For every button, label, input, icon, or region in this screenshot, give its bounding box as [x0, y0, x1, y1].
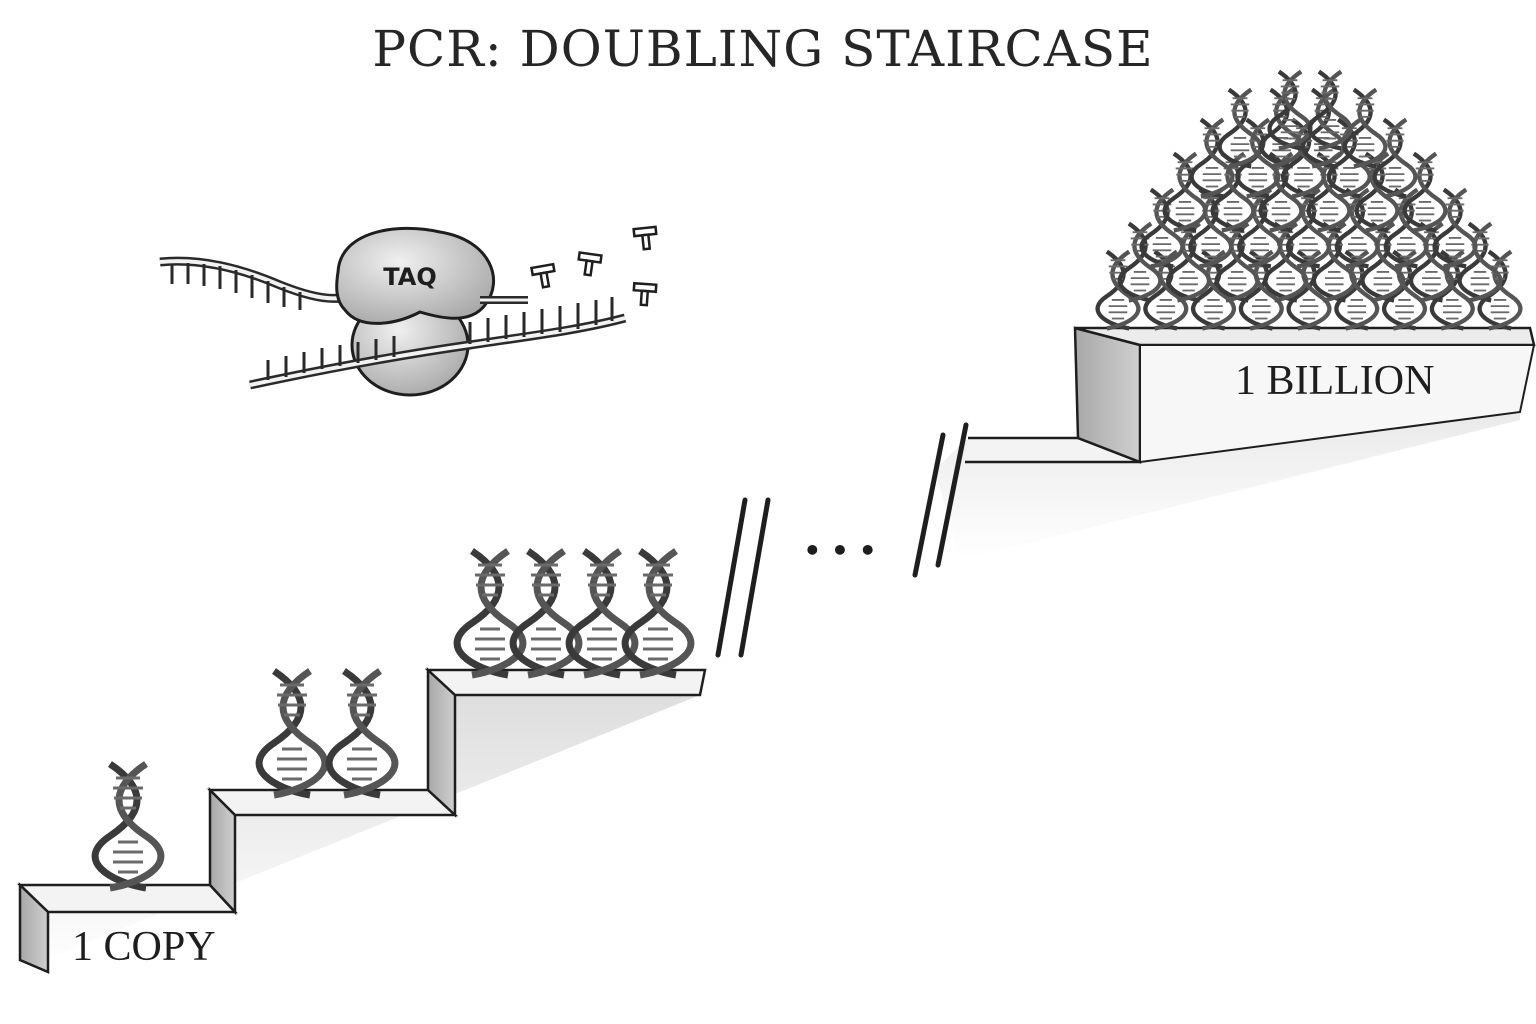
taq-polymerase-scene: TAQ [159, 225, 659, 397]
gap-break: • • • [715, 422, 969, 658]
gap-ellipsis: • • • [803, 534, 876, 567]
enzyme-label: TAQ [383, 263, 436, 291]
step-label-last: 1 BILLION [1235, 358, 1434, 404]
staircase [16, 326, 1536, 974]
dna-helix-icon [625, 551, 691, 675]
copies-step-3 [457, 551, 691, 675]
step-top [1073, 326, 1536, 464]
copies-pile [1098, 72, 1521, 329]
dna-helix-icon [513, 551, 579, 675]
nucleotide-icon [575, 251, 603, 278]
enzyme-body [335, 226, 495, 325]
dna-helix-icon [329, 671, 395, 795]
step-top-front [1139, 344, 1536, 464]
dna-helix-icon [95, 764, 161, 888]
step-2-top [206, 788, 459, 817]
step-1-top [16, 883, 238, 914]
nucleotide-icon [530, 262, 559, 290]
step-label-first: 1 COPY [72, 924, 216, 970]
copies-step-2 [259, 671, 395, 795]
dna-strand-lower [249, 297, 627, 390]
dna-helix-icon [259, 671, 325, 795]
diagram-title: PCR: DOUBLING STAIRCASE [372, 20, 1153, 78]
free-nucleotides [530, 225, 659, 307]
dna-helix-icon [457, 551, 523, 675]
break-mark-left [715, 497, 771, 658]
nucleotide-icon [632, 225, 659, 252]
step-top-surface [1074, 326, 1536, 347]
break-mark-right [912, 422, 969, 578]
dna-helix-icon [569, 551, 635, 675]
step-top-riser [1073, 326, 1142, 464]
step-1-side [18, 882, 50, 974]
copies-step-1 [95, 764, 161, 888]
dna-strand-left [159, 256, 341, 310]
nucleotide-icon [631, 281, 658, 307]
